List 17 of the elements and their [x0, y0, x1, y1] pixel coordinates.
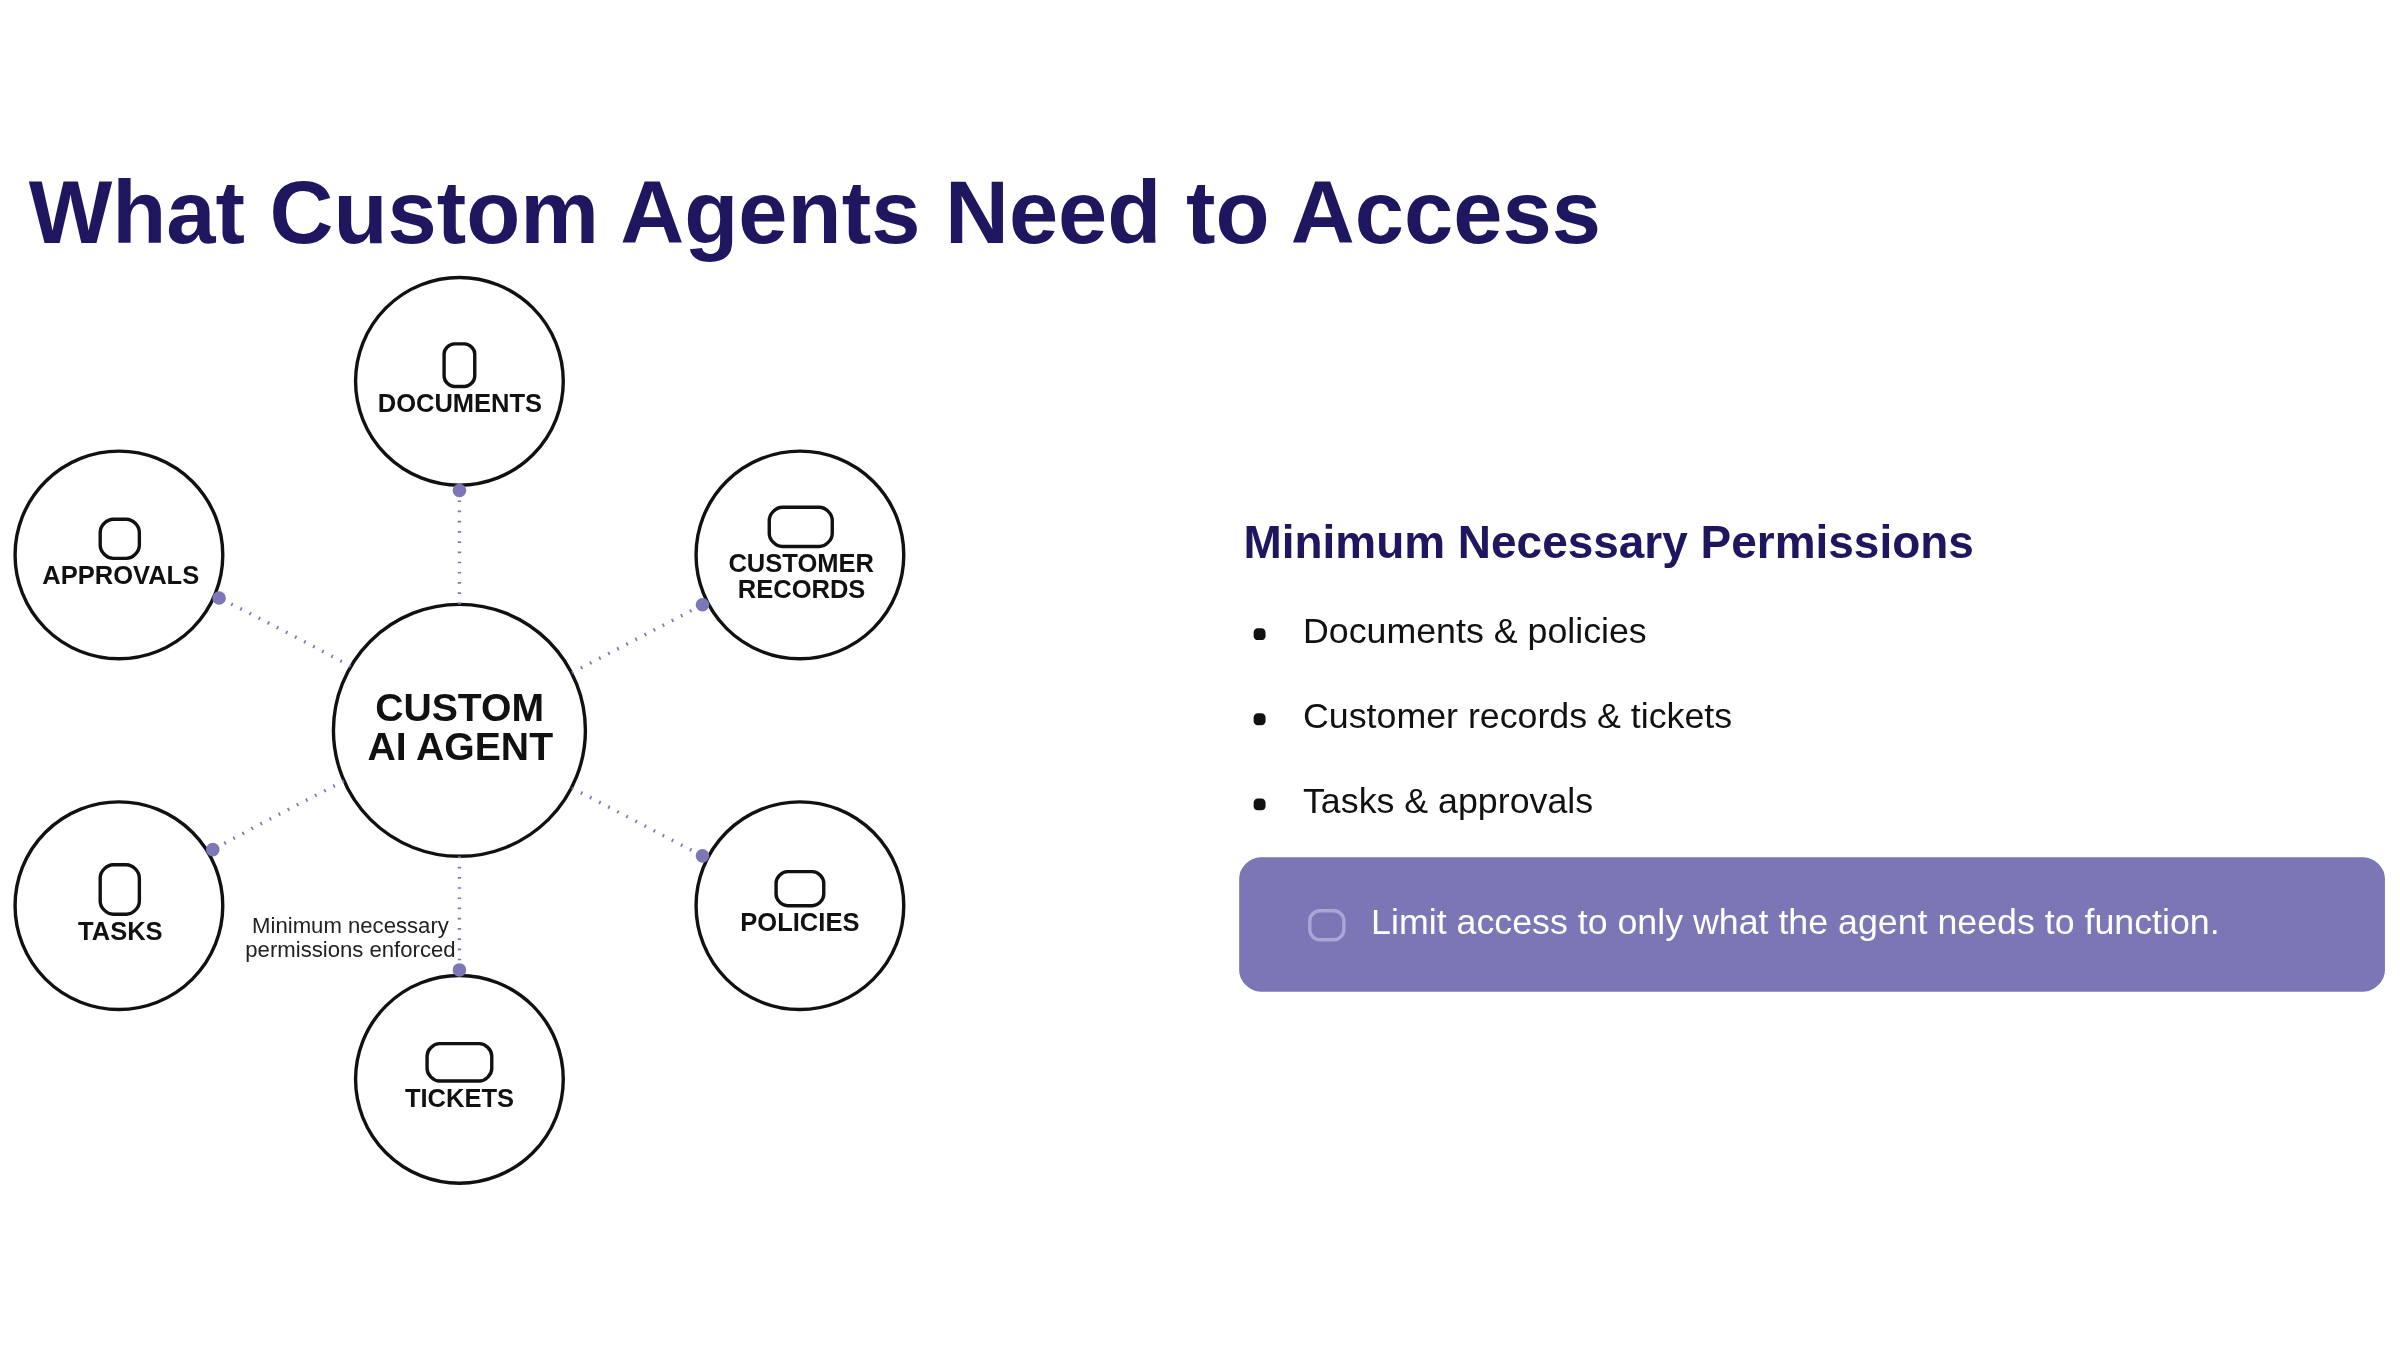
- connector: [206, 779, 345, 857]
- diagram-title: What Custom Agents Need to Access: [28, 162, 1601, 262]
- connector: [452, 856, 467, 977]
- connector: [212, 591, 352, 668]
- label: Tasks & approvals: [1303, 781, 1594, 822]
- edge-label: Minimum necessary permissions enforced: [245, 913, 456, 963]
- node-circle: CUSTOM AI AGENT: [331, 602, 588, 858]
- connector: [452, 483, 467, 605]
- connector: [571, 597, 710, 675]
- label: Customer records & tickets: [1303, 696, 1733, 737]
- node-circle: DOCUMENTS: [353, 275, 565, 487]
- connector: [571, 786, 710, 863]
- node-circle: TASKS: [13, 800, 225, 1012]
- label: Documents & policies: [1303, 611, 1647, 652]
- node-circle: TICKETS: [353, 973, 565, 1185]
- label: Minimum Necessary Permissions: [1243, 515, 1974, 568]
- node-box: Limit access to only what the agent needs to function.: [1239, 857, 2385, 992]
